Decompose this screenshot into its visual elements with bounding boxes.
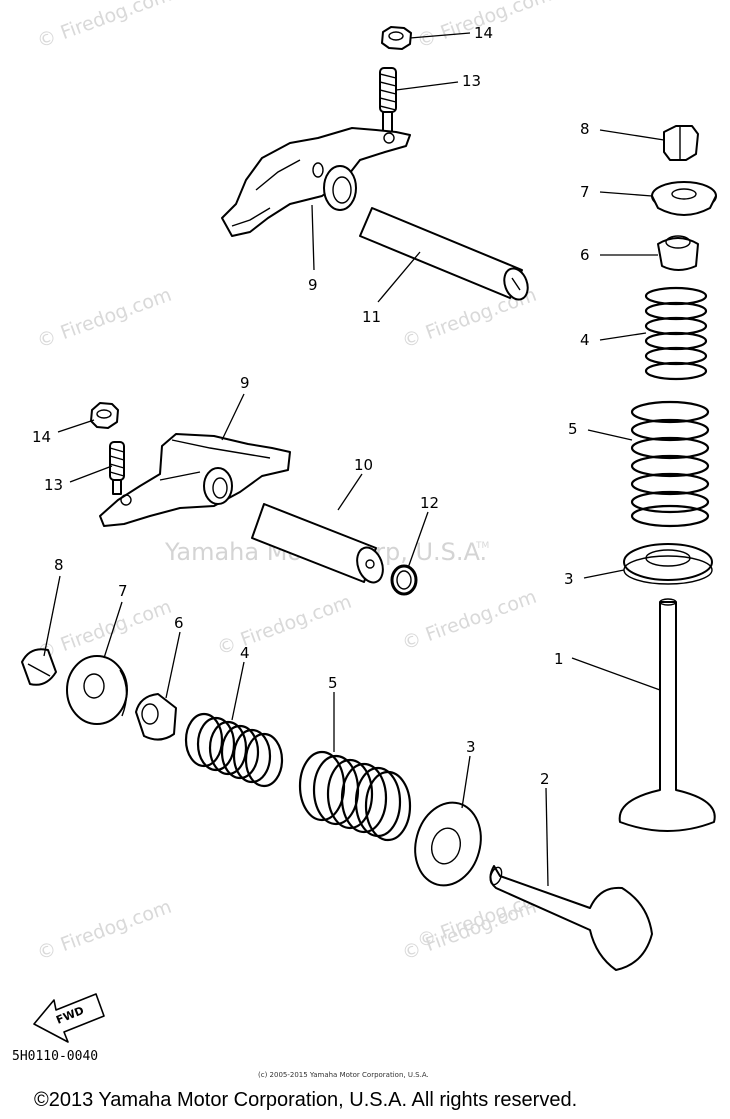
spring-retainer-part [651,181,717,216]
callout-10: 10 [354,456,373,474]
trademark-mark: TM [475,541,489,551]
watermark-text: © Firedog.com [34,284,174,353]
rocker-shaft-part [359,207,529,301]
callout-7: 7 [580,183,590,201]
callout-5: 5 [328,674,338,692]
callout-9: 9 [240,374,250,392]
callout-4: 4 [580,331,590,349]
valve-stem-seal-part [657,235,699,271]
inner-valve-spring-part [184,712,284,788]
diagram-code: 5H0110-0040 [12,1049,98,1064]
callout-1: 1 [554,650,564,668]
locknut-part [90,402,119,429]
inner-valve-spring-part [644,286,708,381]
callout-14: 14 [32,428,51,446]
forward-arrow-icon: FWD [33,993,105,1043]
watermark-text: © Firedog.com [34,896,174,965]
rocker-shaft-part [251,503,384,584]
valve-cotter-part [663,125,699,161]
callout-14: 14 [474,24,493,42]
callout-4: 4 [240,644,250,662]
adjusting-screw-part [379,67,397,133]
locknut-part [381,26,412,50]
adjusting-screw-part [109,441,125,495]
outer-valve-spring-part [630,400,710,528]
callout-8: 8 [54,556,64,574]
callout-3: 3 [564,570,574,588]
callout-13: 13 [462,72,481,90]
valve-stem-seal-part [135,693,177,741]
o-ring-part [390,564,418,596]
callout-13: 13 [44,476,63,494]
spring-seat-part [623,543,713,585]
watermark-text: © Firedog.com [34,596,174,665]
exhaust-valve-part [618,598,716,832]
valve-cotter-part [21,648,57,686]
intake-valve-part [489,865,653,971]
spring-retainer-part [66,655,128,725]
watermark-text: © Firedog.com [214,591,354,660]
outer-valve-spring-part [298,750,412,842]
footer-copyright: ©2013 Yamaha Motor Corporation, U.S.A. A… [34,1089,577,1111]
right-valve-stack [618,125,717,832]
watermark-text: © Firedog.com [34,0,174,53]
callout-6: 6 [174,614,184,632]
callout-6: 6 [580,246,590,264]
callout-labels: 14 13 9 11 8 7 6 4 5 3 1 9 14 13 10 12 8… [32,24,590,788]
middle-rocker-assembly [90,402,418,596]
callout-11: 11 [362,308,381,326]
watermark-text: © Firedog.com [399,586,539,655]
callout-12: 12 [420,494,439,512]
small-copyright: (c) 2005-2015 Yamaha Motor Corporation, … [258,1071,429,1079]
callout-9: 9 [308,276,318,294]
callout-7: 7 [118,582,128,600]
rocker-arm-part [99,433,291,527]
callout-8: 8 [580,120,590,138]
spring-seat-part [414,801,482,887]
rocker-arm-part [221,127,411,237]
leader-lines [43,32,665,887]
top-rocker-assembly [221,26,529,301]
callout-2: 2 [540,770,550,788]
callout-5: 5 [568,420,578,438]
callout-3: 3 [466,738,476,756]
left-valve-stack [21,648,653,971]
